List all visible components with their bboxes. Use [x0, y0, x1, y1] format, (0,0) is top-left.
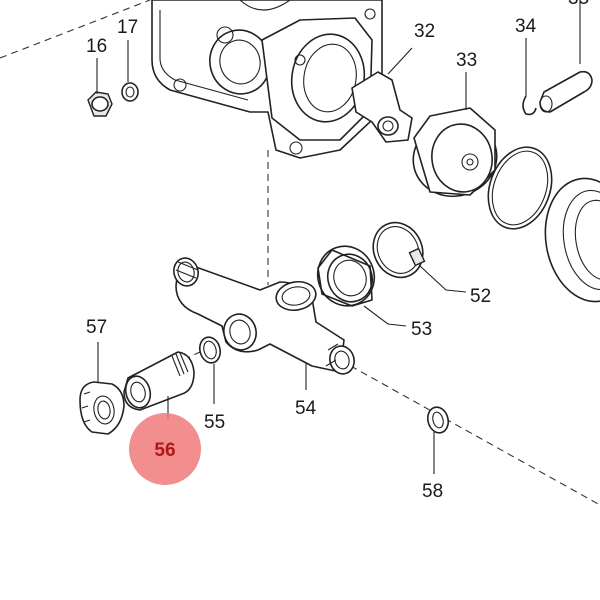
label-58: 58: [422, 481, 443, 502]
part-32-bracket: [351, 47, 413, 143]
red-circle-icon[interactable]: [129, 413, 201, 485]
label-32: 32: [414, 21, 435, 42]
label-34: 34: [515, 16, 537, 37]
label-33: 33: [456, 50, 477, 71]
label-54: 54: [295, 398, 317, 419]
label-57: 57: [86, 317, 107, 338]
label-35: 35: [568, 0, 589, 9]
pump-housing: [151, 0, 383, 159]
part-56-fitting: [123, 351, 195, 420]
part-58-washer: [426, 406, 450, 474]
assembly-axes: [0, 0, 600, 506]
part-57-nut: [79, 342, 125, 435]
part-54-t-manifold: [173, 257, 355, 390]
part-34-circlip: [522, 38, 537, 116]
o-ring-large: [487, 146, 553, 230]
part-52-hose-clamp: [372, 221, 467, 293]
part-55-o-ring: [198, 336, 222, 404]
label-16: 16: [86, 36, 107, 57]
part-16-plug: [87, 58, 113, 117]
label-56-highlighted[interactable]: 56: [154, 440, 175, 461]
cylinder-sleeve: [544, 177, 600, 303]
label-53: 53: [411, 319, 432, 340]
part-53-cap: [316, 245, 407, 327]
part-17-ring: [121, 40, 139, 102]
label-55: 55: [204, 412, 225, 433]
part-33-piston: [412, 72, 498, 198]
part-35-pin: [539, 0, 593, 113]
label-52: 52: [470, 286, 491, 307]
part-labels: 16 17 32 33 34 35 52 53 54 55 57 58 56: [86, 0, 589, 502]
label-17: 17: [117, 17, 138, 38]
